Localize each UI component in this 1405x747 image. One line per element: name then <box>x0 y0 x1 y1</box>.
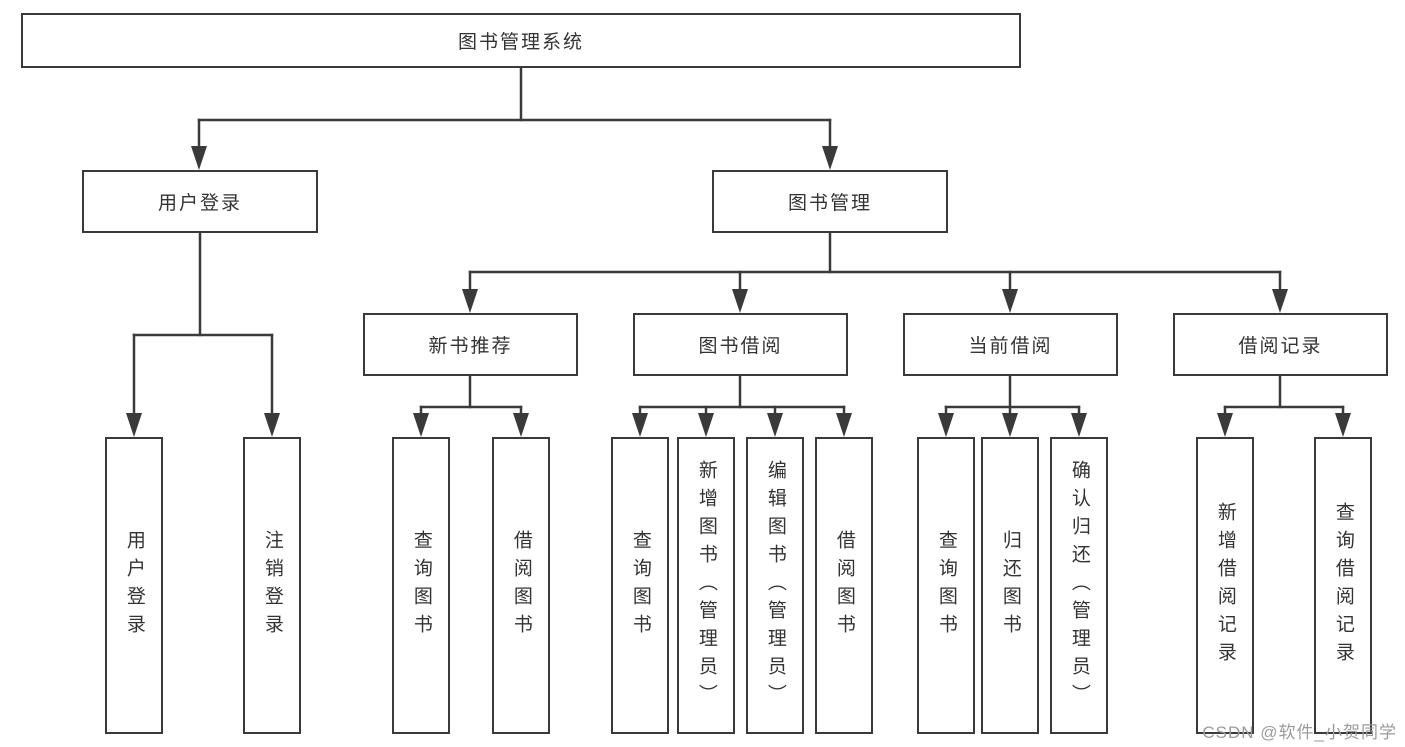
node-borrowing-records: 借阅记录 <box>1173 313 1388 376</box>
leaf-query-books-recommend: 查询图书 <box>392 437 450 734</box>
node-label: 图书借阅 <box>698 336 783 357</box>
node-label: 查询图书 <box>410 529 432 642</box>
node-label: 编辑图书（管理员） <box>764 459 786 712</box>
node-label: 注销登录 <box>261 529 283 642</box>
node-label: 当前借阅 <box>968 336 1053 357</box>
node-label: 归还图书 <box>999 529 1021 642</box>
node-new-book-recommendation: 新书推荐 <box>363 313 578 376</box>
node-label: 图书管理系统 <box>457 32 584 53</box>
node-label: 确认归还（管理员） <box>1068 459 1090 712</box>
node-book-management: 图书管理 <box>712 170 948 233</box>
leaf-borrow-books-recommend: 借阅图书 <box>492 437 550 734</box>
leaf-borrow-books: 借阅图书 <box>815 437 873 734</box>
node-current-borrowing: 当前借阅 <box>903 313 1118 376</box>
leaf-query-books-current: 查询图书 <box>917 437 975 734</box>
node-label: 新书推荐 <box>428 336 513 357</box>
leaf-logout: 注销登录 <box>243 437 301 734</box>
node-label: 新增图书（管理员） <box>695 459 717 712</box>
node-book-borrowing: 图书借阅 <box>633 313 848 376</box>
node-label: 用户登录 <box>123 529 145 642</box>
node-label: 查询图书 <box>629 529 651 642</box>
csdn-watermark: CSDN @软件_小贺同学 <box>1202 723 1397 742</box>
leaf-confirm-return-admin: 确认归还（管理员） <box>1050 437 1108 734</box>
node-label: 借阅记录 <box>1238 336 1323 357</box>
node-label: 图书管理 <box>787 193 872 214</box>
node-user-login: 用户登录 <box>82 170 318 233</box>
leaf-edit-books-admin: 编辑图书（管理员） <box>746 437 804 734</box>
leaf-add-books-admin: 新增图书（管理员） <box>677 437 735 734</box>
leaf-query-borrow-record: 查询借阅记录 <box>1314 437 1372 734</box>
node-label: 查询借阅记录 <box>1332 501 1354 670</box>
node-label: 用户登录 <box>157 193 242 214</box>
node-label: 借阅图书 <box>833 529 855 642</box>
leaf-user-login: 用户登录 <box>105 437 163 734</box>
node-label: 借阅图书 <box>510 529 532 642</box>
node-label: 新增借阅记录 <box>1214 501 1236 670</box>
node-library-management-system: 图书管理系统 <box>21 13 1021 68</box>
leaf-query-books-borrowing: 查询图书 <box>611 437 669 734</box>
leaf-add-borrow-record: 新增借阅记录 <box>1196 437 1254 734</box>
leaf-return-books: 归还图书 <box>981 437 1039 734</box>
node-label: 查询图书 <box>935 529 957 642</box>
